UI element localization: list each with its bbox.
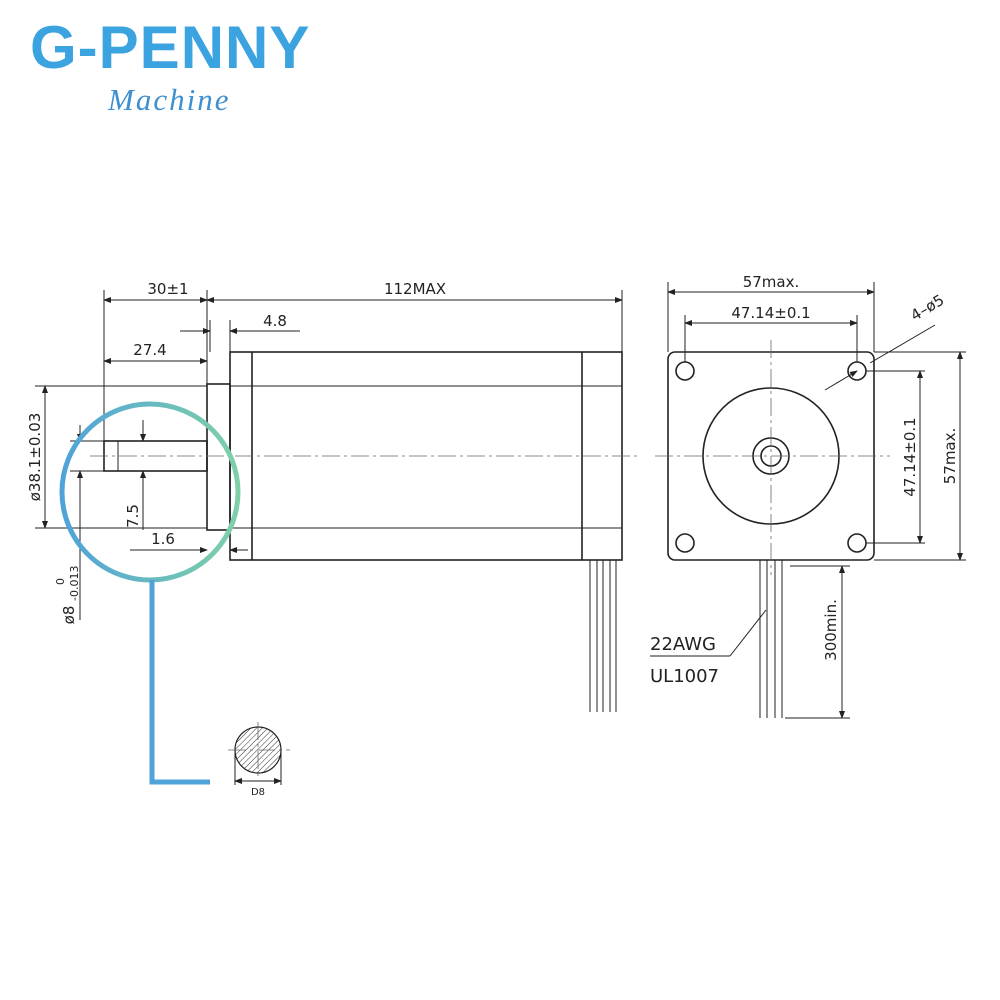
dim-pilot-diameter: ø38.1±0.03 xyxy=(26,413,44,502)
wire-standard: UL1007 xyxy=(650,666,719,687)
brand-tagline: Machine xyxy=(108,82,231,117)
shaft-section: D8 xyxy=(228,722,290,798)
side-view: 30±1 112MAX 4.8 27.4 ø38.1±0.03 ø8 0 -0.… xyxy=(26,280,640,712)
callout-leader xyxy=(149,580,210,785)
mounting-hole-br xyxy=(847,533,867,553)
dim-shaft-tol-upper: 0 xyxy=(54,578,67,585)
mounting-hole-bl xyxy=(675,533,695,553)
dim-hole-spacing-vertical: 47.14±0.1 xyxy=(901,417,919,496)
dim-shaft-flat-length: 27.4 xyxy=(133,341,166,359)
dim-shaft-length: 30±1 xyxy=(147,280,188,298)
dim-front-height: 57max. xyxy=(941,428,959,485)
dim-lead-length: 300min. xyxy=(822,599,840,661)
mounting-hole-tl xyxy=(675,361,695,381)
brand-name: G-PENNY xyxy=(30,14,311,81)
brand-logo: G-PENNY Machine xyxy=(0,0,360,130)
shaft-callout xyxy=(59,401,241,785)
dim-shaft-diameter: ø8 xyxy=(60,606,78,625)
wire-gauge: 22AWG xyxy=(650,634,716,655)
end-cap-top-step xyxy=(229,352,622,387)
pilot-boss xyxy=(206,383,231,531)
dim-front-width: 57max. xyxy=(743,273,800,291)
dim-hole-spacing-horizontal: 47.14±0.1 xyxy=(731,304,810,322)
dim-shaft-tol-lower: -0.013 xyxy=(68,566,81,601)
dim-mounting-holes: 4–ø5 xyxy=(907,291,947,325)
dim-body-length: 112MAX xyxy=(384,280,446,298)
dim-pilot-height: 1.6 xyxy=(151,530,175,548)
dim-flat-depth: 7.5 xyxy=(124,504,142,528)
dim-flange-thickness: 4.8 xyxy=(263,312,287,330)
front-view: 57max. 47.14±0.1 4–ø5 47.14±0.1 57max. 3… xyxy=(650,273,966,719)
callout-circle xyxy=(59,401,241,583)
shaft-section-label: D8 xyxy=(251,787,265,798)
